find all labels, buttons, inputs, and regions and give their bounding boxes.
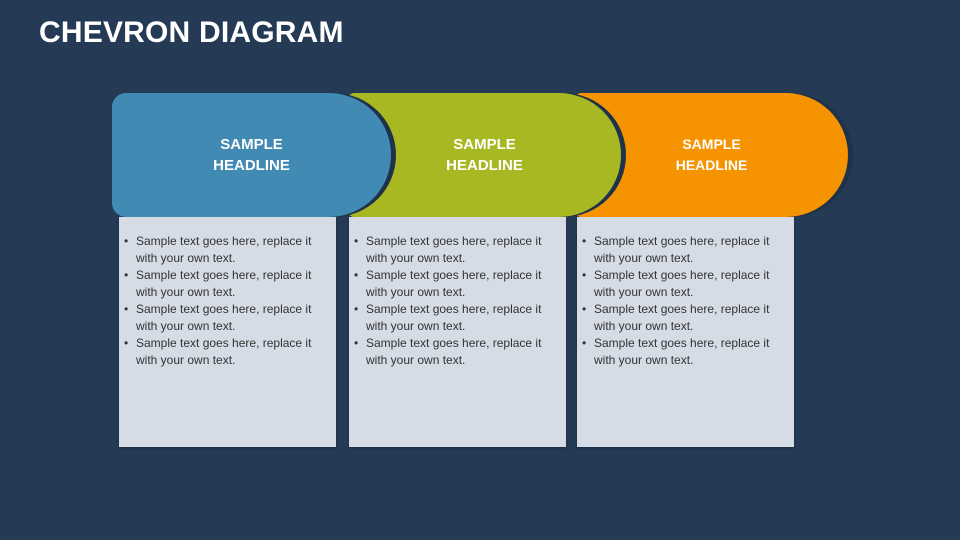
stage-3-body: Sample text goes here, replace it with y… <box>577 217 794 447</box>
stage-2-header: SAMPLE HEADLINE <box>348 93 621 217</box>
bullet: Sample text goes here, replace it with y… <box>582 267 784 301</box>
bullet: Sample text goes here, replace it with y… <box>124 335 326 369</box>
stage-3-headline: SAMPLE HEADLINE <box>675 136 748 173</box>
bullet: Sample text goes here, replace it with y… <box>124 233 326 267</box>
bullet: Sample text goes here, replace it with y… <box>354 301 556 335</box>
slide-title: CHEVRON DIAGRAM <box>39 16 344 49</box>
stage-1-headline: SAMPLE HEADLINE <box>213 136 290 174</box>
bullet: Sample text goes here, replace it with y… <box>124 267 326 301</box>
bullet: Sample text goes here, replace it with y… <box>354 233 556 267</box>
bullet: Sample text goes here, replace it with y… <box>354 335 556 369</box>
stage-2-body: Sample text goes here, replace it with y… <box>349 217 566 447</box>
stage-1-body: Sample text goes here, replace it with y… <box>119 217 336 447</box>
stage-1-header: SAMPLE HEADLINE <box>112 93 391 217</box>
bullet: Sample text goes here, replace it with y… <box>582 233 784 267</box>
stage-2-headline: SAMPLE HEADLINE <box>446 136 523 174</box>
bullet: Sample text goes here, replace it with y… <box>582 301 784 335</box>
bullet: Sample text goes here, replace it with y… <box>582 335 784 369</box>
bullet: Sample text goes here, replace it with y… <box>124 301 326 335</box>
bullet: Sample text goes here, replace it with y… <box>354 267 556 301</box>
